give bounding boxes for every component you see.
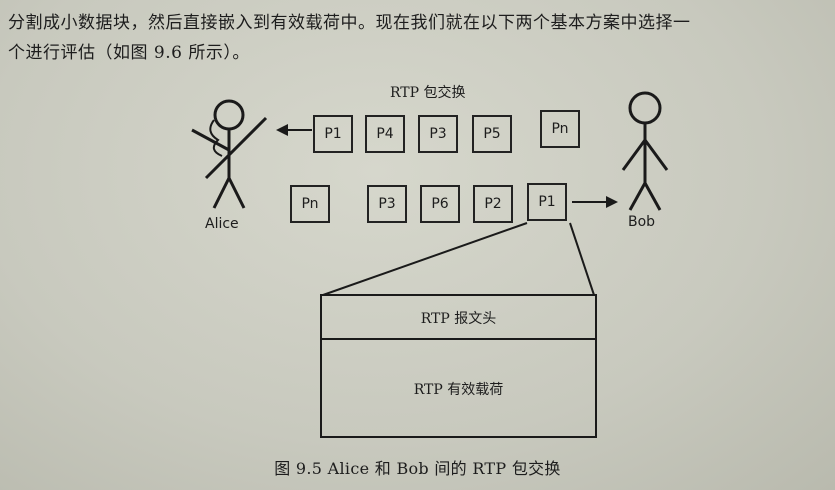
bob-figure <box>621 91 669 211</box>
diagram-title: RTP 包交换 <box>390 85 466 101</box>
packet-box: P3 <box>367 185 407 223</box>
bob-leg-right <box>643 182 662 211</box>
packet-box: P6 <box>420 185 460 223</box>
bob-arm-left <box>621 139 647 171</box>
packet-box: Pn <box>290 185 330 223</box>
bob-head <box>628 91 662 125</box>
packet-box: P3 <box>418 115 458 153</box>
paragraph-line-1: 分割成小数据块，然后直接嵌入到有效载荷中。现在我们就在以下两个基本方案中选择一 <box>8 13 691 33</box>
arrow-to-alice <box>276 124 312 136</box>
bob-leg-left <box>628 182 647 211</box>
alice-hair <box>209 119 223 157</box>
alice-leg-left <box>212 177 231 209</box>
alice-label: Alice <box>205 216 239 232</box>
alice-figure <box>191 99 268 209</box>
arrow-to-bob <box>572 196 618 208</box>
packet-box: P2 <box>473 185 513 223</box>
rtp-payload-label: RTP 有效载荷 <box>413 382 504 398</box>
packet-box-expanded: P1 <box>527 183 567 221</box>
alice-leg-right <box>227 177 246 209</box>
alice-arm-left <box>191 128 230 152</box>
bob-label: Bob <box>628 214 656 230</box>
rtp-header-label: RTP 报文头 <box>420 311 497 327</box>
expansion-lines <box>322 222 595 296</box>
paragraph-line-2: 个进行评估（如图 9.6 所示）。 <box>8 43 250 63</box>
packet-structure <box>320 294 597 438</box>
packet-outline <box>320 294 597 438</box>
figure-caption: 图 9.5 Alice 和 Bob 间的 RTP 包交换 <box>274 459 561 478</box>
alice-head <box>213 99 245 131</box>
packet-box: P5 <box>472 115 512 153</box>
packet-box: P4 <box>365 115 405 153</box>
packet-box: P1 <box>313 115 353 153</box>
alice-arm-right <box>204 116 268 180</box>
bob-arm-right <box>643 139 669 171</box>
packet-box: Pn <box>540 110 580 148</box>
